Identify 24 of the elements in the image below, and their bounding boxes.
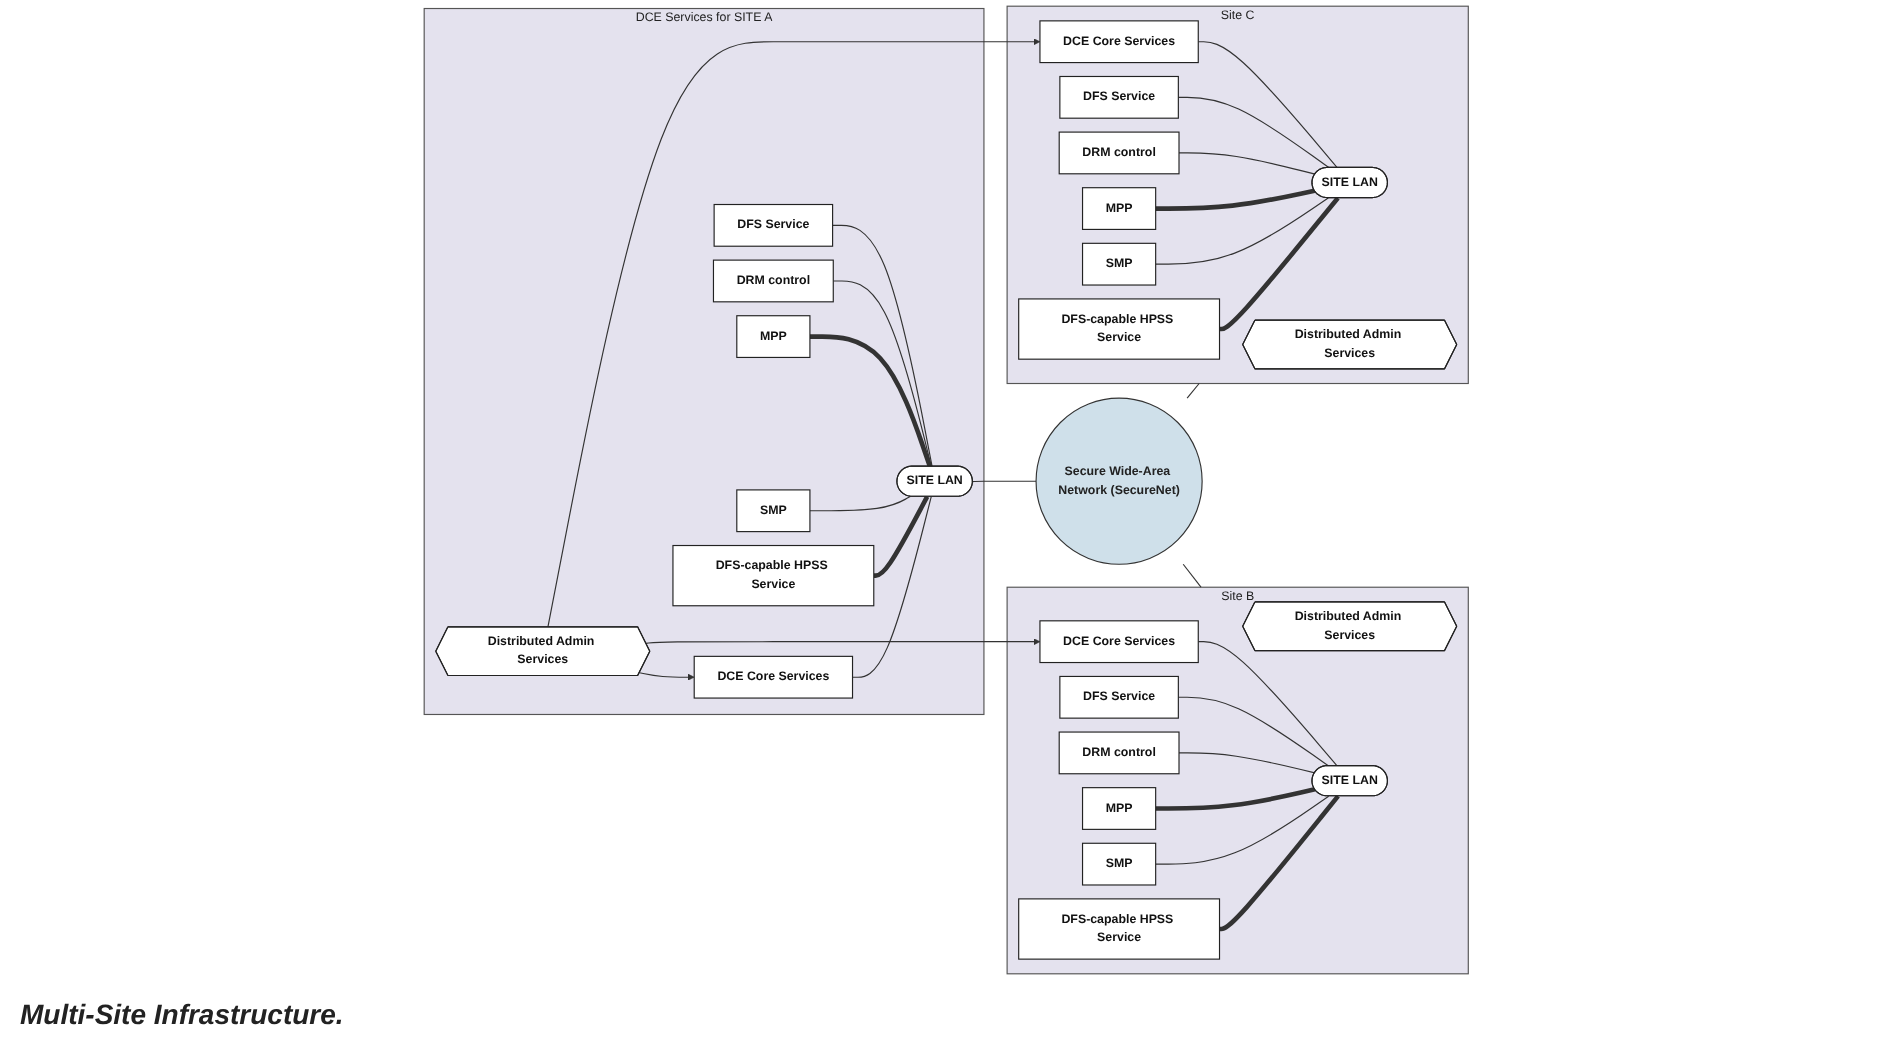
connector (809, 495, 911, 512)
connector (1178, 152, 1316, 175)
connector (1197, 41, 1338, 169)
arrow (638, 672, 695, 681)
connector (1182, 563, 1202, 588)
connector (1197, 641, 1338, 767)
arrow (645, 638, 1040, 646)
connector (1154, 197, 1329, 265)
figure-caption: Multi-Site Infrastructure. (20, 998, 344, 1030)
connector (873, 495, 929, 578)
connector (1155, 787, 1316, 811)
connector (1218, 196, 1340, 332)
connector (1154, 795, 1329, 865)
connector (831, 224, 933, 468)
arrow (547, 38, 1040, 628)
connector (1178, 752, 1316, 774)
connector (851, 496, 932, 678)
connector (1186, 382, 1200, 399)
connector (1177, 696, 1329, 767)
connector (1155, 188, 1315, 211)
connector (809, 334, 932, 468)
connector (971, 480, 1037, 483)
connector (1177, 96, 1330, 169)
connector (1218, 794, 1340, 932)
